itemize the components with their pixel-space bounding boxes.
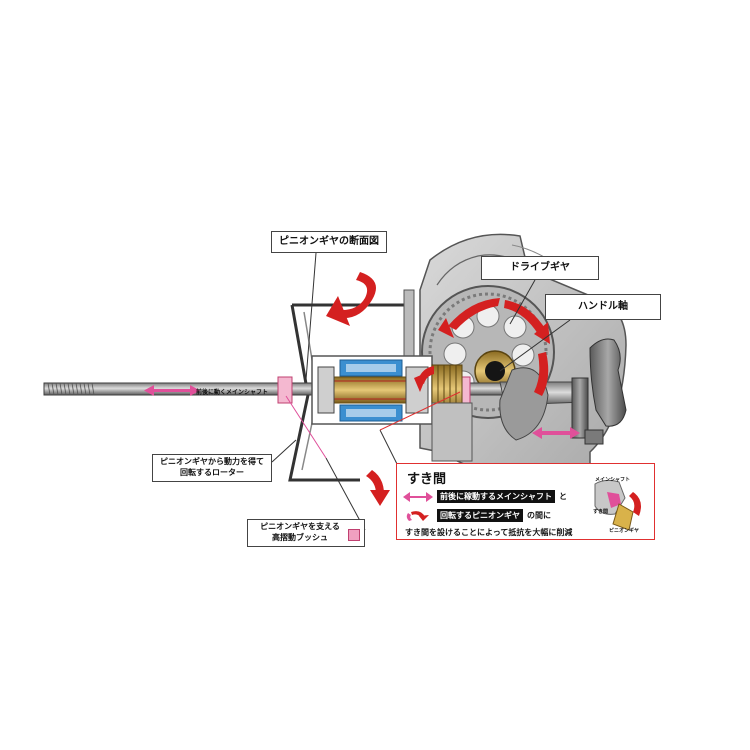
- rotation-arrow-icon: [414, 372, 428, 392]
- shaft-thread: [47, 382, 95, 396]
- rotation-arrow-icon: [438, 318, 454, 338]
- rotation-arrow-icon: [504, 300, 546, 334]
- label-bush-line2: 高摺動ブッシュ: [272, 533, 328, 542]
- leader-line-bush: [285, 395, 327, 459]
- double-arrow-icon: [532, 427, 580, 439]
- label-bush: ピニオンギヤを支える 高摺動ブッシュ: [247, 519, 365, 547]
- mini-gap-diagram: [594, 479, 641, 531]
- label-drive-gear: ドライブギヤ: [481, 256, 599, 280]
- clearance-info-box: すき間 前後に稼動するメインシャフト と 回転するピニオンギヤ の間に すき間を…: [396, 463, 655, 540]
- label-pinion-gear-section: ピニオンギヤの断面図: [271, 231, 387, 253]
- rotation-arrow-icon: [326, 296, 350, 326]
- clearance-title: すき間: [407, 472, 447, 487]
- clearance-row2-after: の間に: [527, 511, 551, 520]
- label-rotor-line2: 回転するローター: [180, 468, 244, 477]
- label-text: ドライブギヤ: [510, 262, 570, 274]
- clearance-row2-tag: 回転するピニオンギヤ: [437, 509, 523, 522]
- rotation-arrow-icon: [370, 490, 390, 506]
- rotation-arrow-icon: [366, 470, 384, 494]
- rotation-arrow-icon: [340, 272, 376, 319]
- clearance-row1-tag: 前後に稼動するメインシャフト: [437, 490, 555, 503]
- mini-label-main-shaft: メインシャフト: [595, 477, 631, 483]
- rotation-arrow-icon: [406, 510, 429, 521]
- double-arrow-icon: [144, 385, 200, 396]
- rotation-arrow-icon: [534, 322, 550, 344]
- mini-label-gap: すき間: [593, 509, 609, 515]
- double-arrow-icon: [403, 491, 433, 502]
- label-text: ピニオンギヤの断面図: [279, 236, 379, 248]
- clearance-row-main-shaft: 前後に稼動するメインシャフト と: [403, 489, 567, 504]
- label-rotor: ピニオンギヤから動力を得て 回転するローター: [152, 454, 272, 482]
- label-text: ハンドル軸: [578, 301, 628, 313]
- rotation-arrow-icon: [448, 298, 500, 330]
- leader-lines: [271, 252, 571, 531]
- bush-swatch: [348, 529, 360, 541]
- label-bush-line1: ピニオンギヤを支える: [260, 522, 340, 532]
- leader-line-gap: [379, 391, 461, 431]
- clearance-row-summary: すき間を設けることによって抵抗を大幅に削減: [405, 528, 573, 537]
- label-rotor-line1: ピニオンギヤから動力を得て: [160, 457, 264, 467]
- front-plate: [431, 402, 473, 462]
- label-handle-shaft: ハンドル軸: [545, 294, 661, 320]
- label-main-shaft: 前後に動くメインシャフト: [196, 389, 269, 396]
- clearance-row1-after: と: [559, 492, 567, 501]
- clearance-row-pinion: 回転するピニオンギヤ の間に: [403, 508, 551, 523]
- rotation-arrow-icon: [534, 352, 549, 396]
- mini-label-pinion: ピニオンギヤ: [609, 528, 640, 534]
- handle-assembly: [499, 338, 627, 445]
